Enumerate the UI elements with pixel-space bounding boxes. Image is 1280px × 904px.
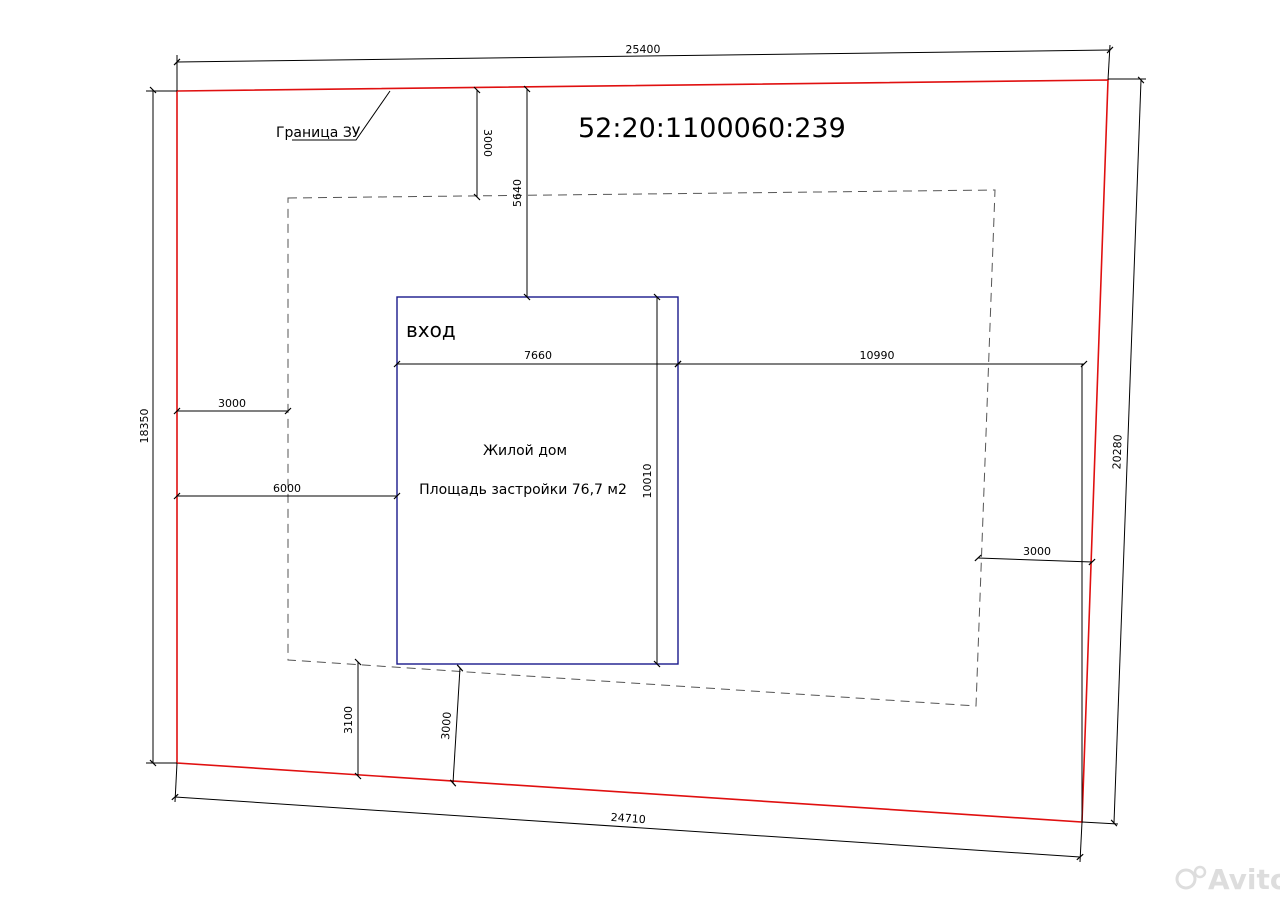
dimension-house-to-bottom-label: 3100 (342, 706, 355, 734)
setback-zone (287, 189, 996, 707)
dimension-top (173, 44, 1114, 91)
plot-boundary (176, 79, 1109, 823)
dimension-house-height-label: 10010 (641, 464, 654, 499)
dimension-house-to-left-label: 6000 (273, 482, 301, 495)
dimension-house-to-right-label: 10990 (860, 349, 895, 362)
dimension-right (1081, 76, 1146, 827)
house-name-label: Жилой дом (483, 443, 567, 459)
house-outline (396, 296, 679, 665)
dimension-setback-bottom-label: 3000 (439, 711, 454, 740)
dimension-setback-left-label: 3000 (218, 397, 246, 410)
dimension-left-label: 18350 (138, 409, 151, 444)
dimension-bottom (171, 762, 1084, 863)
dimension-setback-top-label: 3000 (481, 129, 494, 157)
dimension-setback-right-label: 3000 (1023, 545, 1051, 558)
dimension-setback-right (974, 554, 1096, 566)
avito-watermark: Avito (1175, 863, 1280, 896)
dimension-left (146, 86, 177, 767)
dimension-house-to-right (674, 360, 1088, 822)
entrance-label: вход (406, 318, 456, 342)
avito-watermark-text: Avito (1208, 863, 1280, 896)
house-area-label: Площадь застройки 76,7 м2 (419, 482, 627, 498)
boundary-leader-line (292, 90, 391, 141)
dimension-top-label: 25400 (625, 43, 660, 56)
dimension-house-to-top-label: 5640 (511, 179, 524, 207)
dimension-right-label: 20280 (1110, 434, 1124, 469)
dimension-bottom-label: 24710 (610, 811, 646, 826)
dimension-house-width-label: 7660 (524, 349, 552, 362)
dimension-setback-bottom (449, 664, 464, 787)
avito-logo-icon (1175, 868, 1197, 890)
cadastral-number: 52:20:1100060:239 (578, 113, 846, 144)
boundary-label: Граница ЗУ (276, 125, 361, 141)
